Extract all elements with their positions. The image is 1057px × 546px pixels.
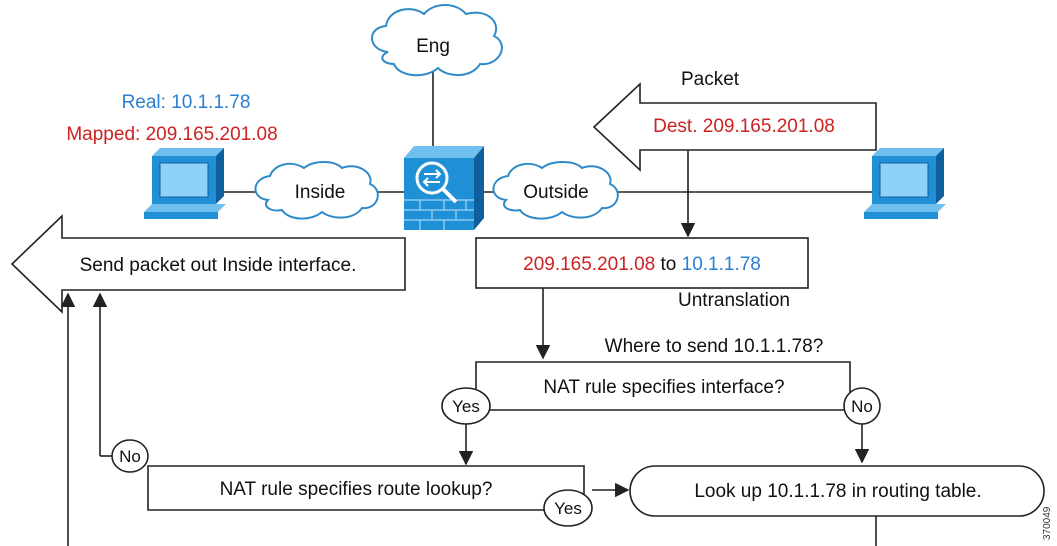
send-out-label: Send packet out Inside interface. <box>80 255 357 276</box>
firewall-device <box>404 146 484 230</box>
lookup-box <box>629 465 1045 517</box>
no-label-1: No <box>851 397 873 416</box>
packet-title: Packet <box>681 69 740 90</box>
left-host-computer <box>144 148 226 219</box>
inside-cloud: Inside <box>254 161 379 220</box>
outside-cloud-label: Outside <box>523 182 588 203</box>
inside-cloud-label: Inside <box>295 182 346 203</box>
packet-arrow <box>592 82 877 172</box>
yes-circle-2 <box>543 489 593 527</box>
eng-cloud: Eng <box>371 4 503 77</box>
packet-dest-label: Dest. 209.165.201.08 <box>653 116 835 137</box>
untranslation-text: 209.165.201.08 to 10.1.1.78 <box>523 254 761 275</box>
yes-label-1: Yes <box>452 397 480 416</box>
right-host-computer <box>864 148 946 219</box>
eng-cloud-label: Eng <box>416 36 450 57</box>
figure-id: 370049 <box>1042 506 1053 540</box>
untranslation-box <box>475 237 809 289</box>
send-out-arrow <box>10 214 406 314</box>
decision-interface-label: NAT rule specifies interface? <box>543 377 784 398</box>
untranslation-caption: Untranslation <box>678 290 790 311</box>
untranslation-to-word: to <box>660 254 676 275</box>
mapped-address-label: Mapped: 209.165.201.08 <box>66 124 277 145</box>
decision-route-label: NAT rule specifies route lookup? <box>220 479 493 500</box>
lookup-label: Look up 10.1.1.78 in routing table. <box>694 481 981 502</box>
where-to-send-label: Where to send 10.1.1.78? <box>605 336 824 357</box>
no-label-2: No <box>119 447 141 466</box>
untranslation-to: 10.1.1.78 <box>682 254 761 275</box>
outside-cloud: Outside <box>492 161 619 220</box>
yes-label-2: Yes <box>554 499 582 518</box>
untranslation-from: 209.165.201.08 <box>523 254 655 275</box>
real-address-label: Real: 10.1.1.78 <box>122 92 251 113</box>
